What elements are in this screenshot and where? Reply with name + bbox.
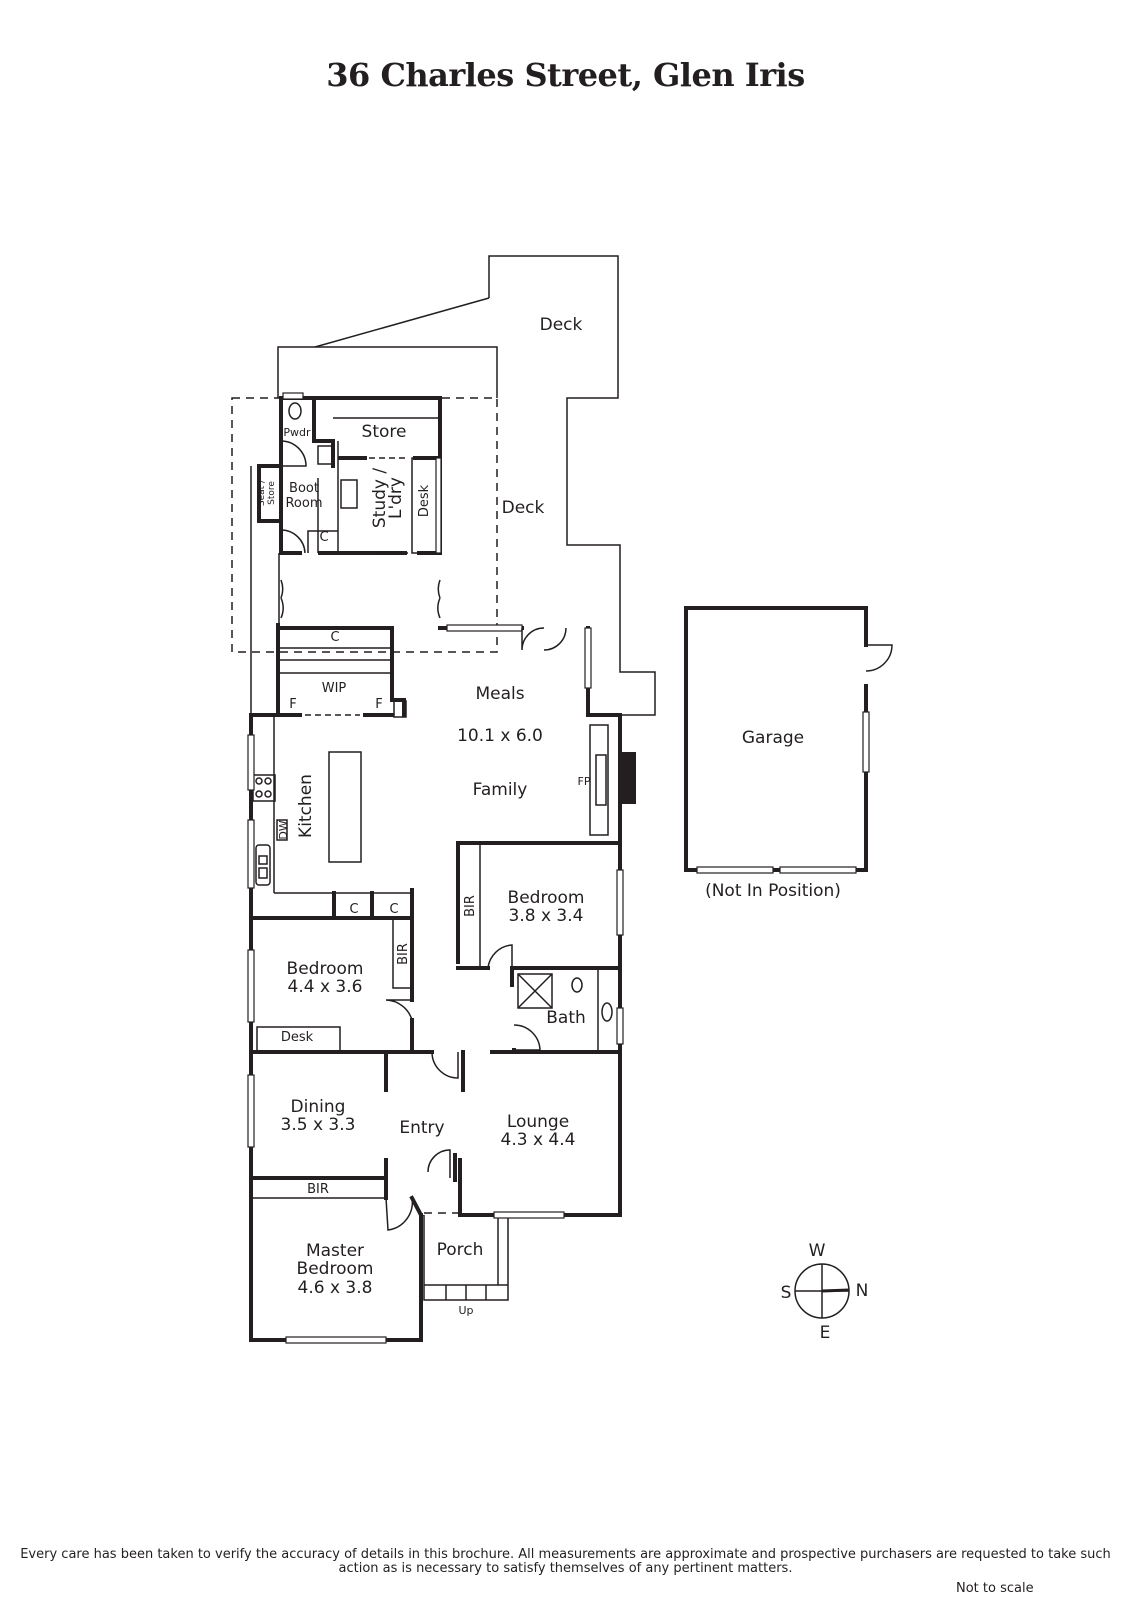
master-label-1: Master <box>306 1241 364 1261</box>
study-label-1: Study / <box>370 468 390 528</box>
wip-label: WIP <box>322 681 347 696</box>
pwdr-label: Pwdr <box>283 426 311 439</box>
bedroom2-label: Bedroom <box>508 888 585 908</box>
cupboard-label-2: C <box>389 902 398 917</box>
bedroom-desk-label: Desk <box>281 1030 314 1045</box>
master-size: 4.6 x 3.8 <box>298 1278 373 1298</box>
main-walls <box>247 623 636 1344</box>
study-desk-label: Desk <box>417 484 432 517</box>
boot-room-label-2: Room <box>285 496 322 511</box>
meals-label: Meals <box>475 684 524 704</box>
seat-store-label-2: Store <box>267 481 277 505</box>
master-label-2: Bedroom <box>297 1259 374 1279</box>
bir-label-bedroom2: BIR <box>463 895 478 917</box>
study-label-2: L'dry <box>386 477 406 519</box>
garage-label: Garage <box>742 728 804 748</box>
cupboard-label: C <box>319 530 328 545</box>
lounge-size: 4.3 x 4.4 <box>501 1130 576 1150</box>
fireplace-label: FP <box>578 775 591 788</box>
bedroom2-size: 3.8 x 3.4 <box>509 906 584 926</box>
page-title: 36 Charles Street, Glen Iris <box>326 56 805 94</box>
garage <box>684 606 893 874</box>
rear-rooms-walls <box>250 392 442 715</box>
deck-side-label: Deck <box>502 498 545 518</box>
garage-note: (Not In Position) <box>705 881 841 901</box>
meals-size: 10.1 x 6.0 <box>457 726 543 746</box>
family-label: Family <box>473 780 528 800</box>
bir-label-master: BIR <box>307 1182 329 1197</box>
bedroom3-size: 4.4 x 3.6 <box>288 977 363 997</box>
store-label: Store <box>362 422 407 442</box>
cupboard-wip-label: C <box>330 630 339 645</box>
fridge-label-right: F <box>375 697 382 712</box>
compass-s: S <box>781 1283 792 1303</box>
bath-label: Bath <box>546 1008 586 1028</box>
up-label: Up <box>458 1304 473 1317</box>
dishwasher-label: DW <box>277 820 290 839</box>
compass-e: E <box>820 1323 831 1343</box>
compass-w: W <box>809 1241 826 1261</box>
bir-label-bedroom3: BIR <box>396 943 411 965</box>
porch-label: Porch <box>437 1240 484 1260</box>
compass-icon <box>794 1263 850 1319</box>
entry-label: Entry <box>399 1118 444 1138</box>
cupboard-label-1: C <box>349 902 358 917</box>
dining-size: 3.5 x 3.3 <box>281 1115 356 1135</box>
disclaimer-text: Every care has been taken to verify the … <box>20 1547 1111 1576</box>
dining-label: Dining <box>291 1097 346 1117</box>
lounge-label: Lounge <box>507 1112 569 1132</box>
not-to-scale-label: Not to scale <box>956 1581 1034 1596</box>
fridge-label-left: F <box>289 697 296 712</box>
compass-n: N <box>856 1281 869 1301</box>
kitchen-label: Kitchen <box>296 774 316 838</box>
sink-icon <box>255 844 271 886</box>
deck-upper-label: Deck <box>540 315 583 335</box>
seat-store-label-1: Seat / <box>257 479 267 506</box>
bedroom3-label: Bedroom <box>287 959 364 979</box>
cooktop-icon <box>252 774 276 802</box>
deck-outline <box>277 255 656 716</box>
boot-room-label-1: Boot <box>289 481 319 496</box>
